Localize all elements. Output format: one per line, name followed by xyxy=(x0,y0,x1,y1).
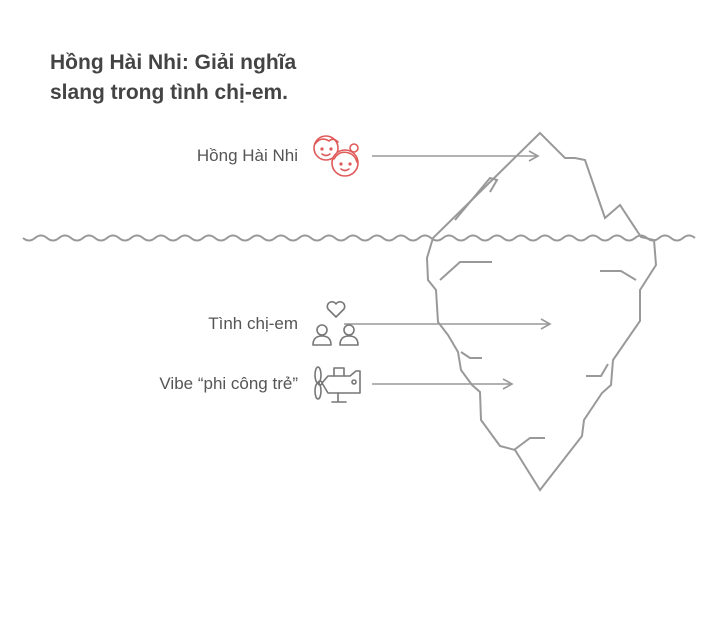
iceberg-crack xyxy=(439,261,492,281)
couple-faces-icon xyxy=(313,135,359,177)
propeller-plane-icon xyxy=(314,366,361,403)
iceberg-crack xyxy=(600,270,637,281)
two-people-heart-icon xyxy=(312,300,359,346)
page-title: Hồng Hài Nhi: Giải nghĩa slang trong tìn… xyxy=(50,48,370,108)
water-line xyxy=(22,234,696,242)
iceberg-outline xyxy=(425,131,658,492)
label-tinh-chi-em: Tình chị-em xyxy=(208,314,298,333)
iceberg-crack xyxy=(586,363,609,377)
iceberg-crack xyxy=(460,351,482,359)
label-hong-hai-nhi: Hồng Hài Nhi xyxy=(196,146,298,165)
iceberg-crack xyxy=(454,176,499,221)
iceberg xyxy=(425,131,658,492)
label-vibe-phi-cong-tre: Vibe “phi công trẻ” xyxy=(159,374,298,393)
title-line-2: slang trong tình chị-em. xyxy=(50,81,289,104)
iceberg-crack xyxy=(513,437,545,451)
title-line-1: Hồng Hài Nhi: Giải nghĩa xyxy=(50,51,297,74)
